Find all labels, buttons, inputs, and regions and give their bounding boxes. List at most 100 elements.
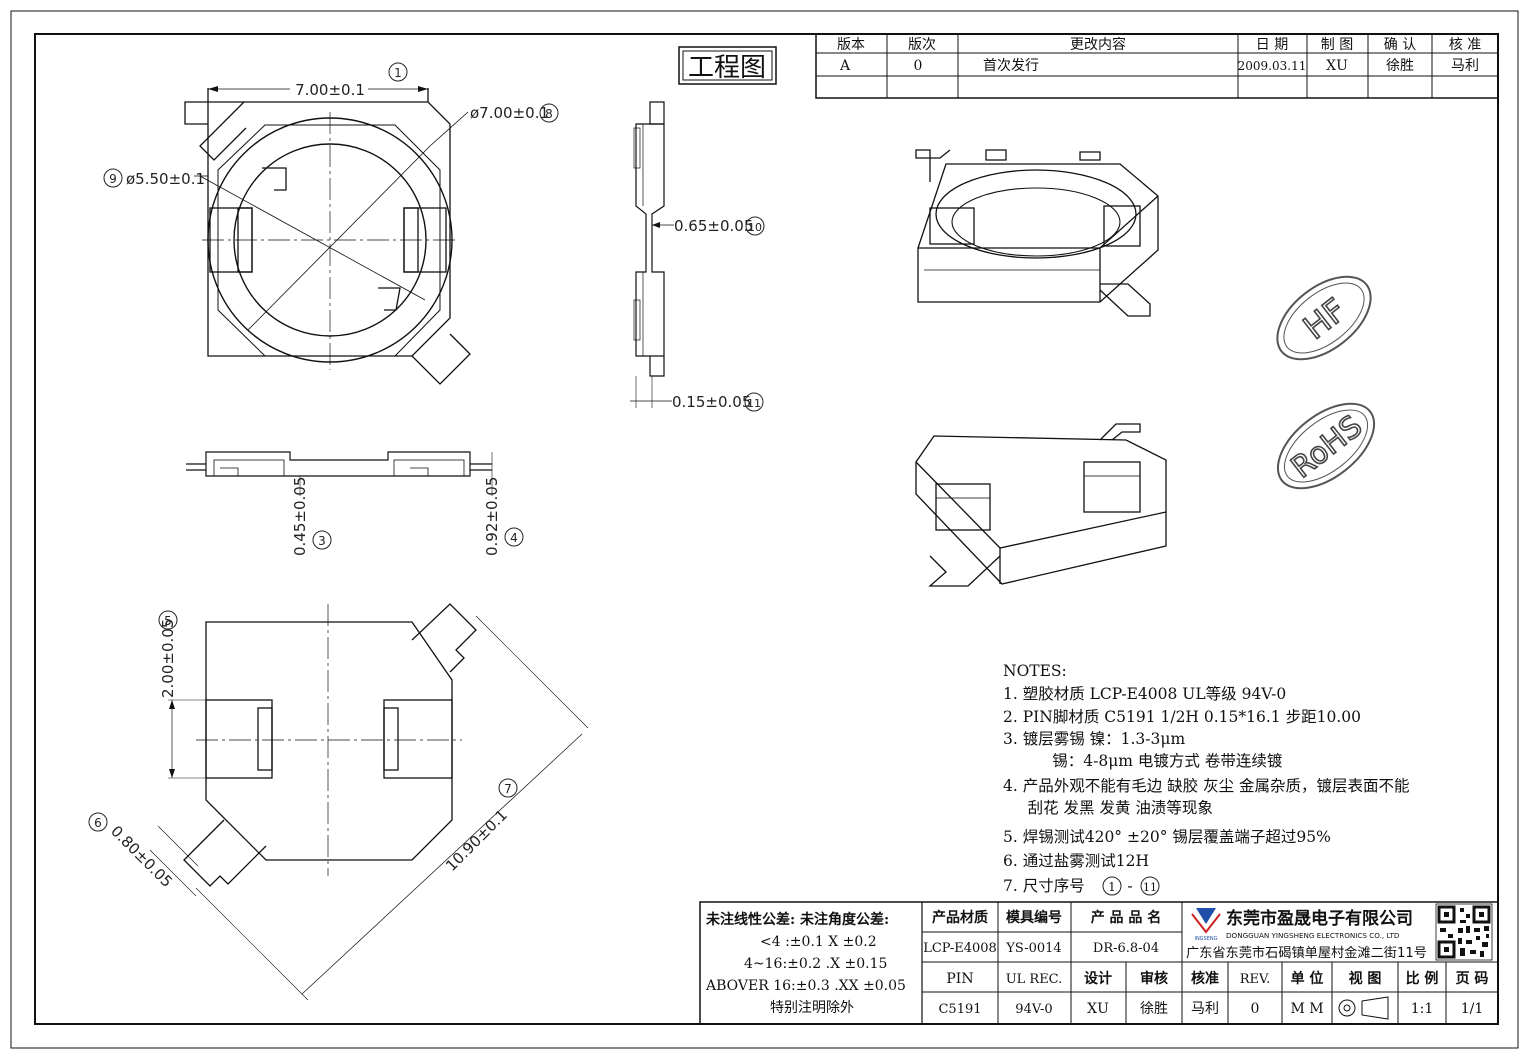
tb-header-design: 设计 [1084, 970, 1112, 987]
rev-header-date: 日 期 [1256, 37, 1288, 53]
tb-page: 1/1 [1461, 1001, 1484, 1017]
tb-header-rev: REV. [1240, 972, 1271, 987]
tb-header-material: 产品材质 [932, 909, 988, 926]
tb-review: 徐胜 [1140, 1001, 1168, 1017]
tolerance-line-1: <4 :±0.1 X ±0.2 [760, 934, 877, 950]
note-range-sep: - [1127, 877, 1132, 895]
front-view-dimensions: 0.45±0.05 3 0.92±0.05 4 [291, 477, 524, 556]
rev-header-drawn: 制 图 [1321, 37, 1353, 53]
company-address: 广东省东莞市石碣镇单屋村金滩二街11号 [1186, 944, 1427, 961]
rev-header-change: 更改内容 [1070, 36, 1126, 53]
dim-thickness-065: 0.65±0.05 [674, 217, 753, 235]
dim-marker-10: 10 [748, 221, 762, 234]
top-view [184, 86, 471, 385]
note-range-start: 1 [1108, 880, 1116, 894]
tb-header-mold: 模具编号 [1006, 909, 1062, 926]
tb-scale: 1:1 [1411, 1001, 1434, 1017]
tb-header-name: 产 品 品 名 [1091, 909, 1162, 926]
tb-approve: 马利 [1191, 1001, 1219, 1017]
dim-pin-width: 0.80±0.05 [107, 822, 176, 891]
title-block-text: 产品材质 模具编号 产 品 品 名 LCP-E4008 YS-0014 DR-6… [923, 909, 1489, 1020]
dim-height-045: 0.45±0.05 [291, 477, 309, 556]
tb-ul-value: 94V-0 [1015, 1002, 1052, 1017]
hf-stamp: HF [1276, 275, 1372, 361]
tb-header-scale: 比 例 [1406, 970, 1439, 987]
rev-edition: 0 [914, 58, 923, 74]
dim-marker-8: 8 [545, 107, 553, 121]
rohs-stamp-text: RoHS [1285, 409, 1369, 485]
isometric-view-bottom [915, 423, 1167, 587]
company-block: INGSENG 东莞市盈晟电子有限公司 DONGGUAN YINGSHENG E… [1186, 903, 1493, 961]
tolerance-line-3: ABOVER 16:±0.3 .XX ±0.05 [705, 978, 906, 994]
note-5: 5. 焊锡测试420° ±20° 锡层覆盖端子超过95% [1003, 828, 1331, 846]
company-name-en: DONGGUAN YINGSHENG ELECTRONICS CO., LTD [1226, 931, 1400, 940]
outer-frame [10, 10, 1519, 1049]
note-1: 1. 塑胶材质 LCP-E4008 UL等级 94V-0 [1003, 685, 1286, 703]
dim-height-092: 0.92±0.05 [483, 477, 501, 556]
tb-pin-label: PIN [946, 971, 973, 987]
rev-header-version: 版本 [837, 37, 865, 53]
tb-header-approve: 核准 [1191, 970, 1219, 987]
company-logo-icon: INGSENG [1191, 908, 1221, 942]
company-name-cn: 东莞市盈晟电子有限公司 [1226, 908, 1413, 929]
front-view [186, 451, 493, 496]
note-range-end: 11 [1143, 881, 1157, 894]
dim-marker-9: 9 [109, 172, 117, 186]
side-view-vertical [630, 101, 674, 408]
note-7: 7. 尺寸序号 [1003, 877, 1085, 895]
tb-header-review: 审核 [1140, 970, 1168, 987]
dim-marker-11: 11 [747, 397, 761, 410]
tb-pin-material: C5191 [938, 1002, 981, 1017]
dim-marker-4: 4 [510, 531, 518, 545]
title-block-grid [699, 901, 1499, 1025]
bottom-view [149, 603, 589, 1001]
rev-header-approve: 核 准 [1449, 37, 1481, 53]
tb-unit: M M [1290, 1001, 1323, 1017]
tolerance-line-4: 特别注明除外 [770, 1000, 854, 1016]
drawing-title: 工程图 [688, 53, 766, 83]
hf-stamp-text: HF [1296, 291, 1353, 347]
note-3: 3. 镀层雾锡 镍：1.3-3μm [1003, 730, 1185, 748]
tb-material: LCP-E4008 [923, 941, 997, 956]
note-4b: 刮花 发黑 发黄 油渍等现象 [1003, 799, 1213, 817]
tolerance-line-2: 4~16:±0.2 .X ±0.15 [744, 956, 887, 972]
note-6: 6. 通过盐雾测试12H [1003, 852, 1149, 870]
tolerance-head: 未注线性公差: 未注角度公差: [706, 911, 889, 928]
dim-marker-5: 5 [164, 614, 172, 628]
rev-date: 2009.03.11 [1238, 59, 1307, 73]
dim-thickness-015: 0.15±0.05 [672, 393, 751, 411]
tolerance-block: 未注线性公差: 未注角度公差: <4 :±0.1 X ±0.2 4~16:±0.… [705, 911, 906, 1016]
notes-block: NOTES: 1. 塑胶材质 LCP-E4008 UL等级 94V-0 2. P… [1003, 662, 1410, 896]
rohs-stamp: RoHS [1276, 402, 1376, 490]
rev-approve: 马利 [1451, 58, 1479, 74]
note-2: 2. PIN脚材质 C5191 1/2H 0.15*16.1 步距10.00 [1003, 708, 1361, 726]
rev-header-confirm: 确 认 [1384, 37, 1416, 53]
dim-marker-6: 6 [94, 816, 102, 830]
company-logo-text: INGSENG [1194, 936, 1217, 942]
tb-header-unit: 单 位 [1291, 970, 1324, 987]
rev-change: 首次发行 [983, 58, 1039, 74]
dim-marker-3: 3 [318, 534, 326, 548]
tb-product-name: DR-6.8-04 [1093, 941, 1159, 956]
tb-header-page: 页 码 [1456, 971, 1489, 987]
tb-rev: 0 [1251, 1001, 1260, 1017]
revision-table-text: 版本 版次 更改内容 日 期 制 图 确 认 核 准 A 0 首次发行 2009… [837, 36, 1481, 74]
tb-ul-label: UL REC. [1006, 972, 1063, 987]
inner-frame [34, 33, 1499, 1025]
isometric-view-top [915, 149, 1159, 317]
note-4: 4. 产品外观不能有毛边 缺胶 灰尘 金属杂质，镀层表面不能 [1003, 777, 1410, 795]
tb-header-view: 视 图 [1349, 970, 1382, 987]
dim-inner-diameter: ø5.50±0.1 [126, 170, 205, 188]
revision-table [815, 33, 1499, 99]
dim-marker-7: 7 [504, 782, 512, 796]
rev-version: A [839, 58, 851, 74]
side-view-dimensions: 0.65±0.05 10 0.15±0.05 11 [672, 216, 765, 412]
drawing-title-box: 工程图 [678, 46, 777, 85]
qr-code-icon [1435, 903, 1493, 961]
rev-header-edition: 版次 [908, 37, 936, 53]
projection-symbol-icon [1338, 996, 1389, 1020]
tb-mold: YS-0014 [1005, 941, 1061, 956]
dim-contact-width: 2.00±0.05 [159, 619, 177, 698]
note-3b: 锡：4-8μm 电镀方式 卷带连续镀 [1003, 752, 1283, 770]
